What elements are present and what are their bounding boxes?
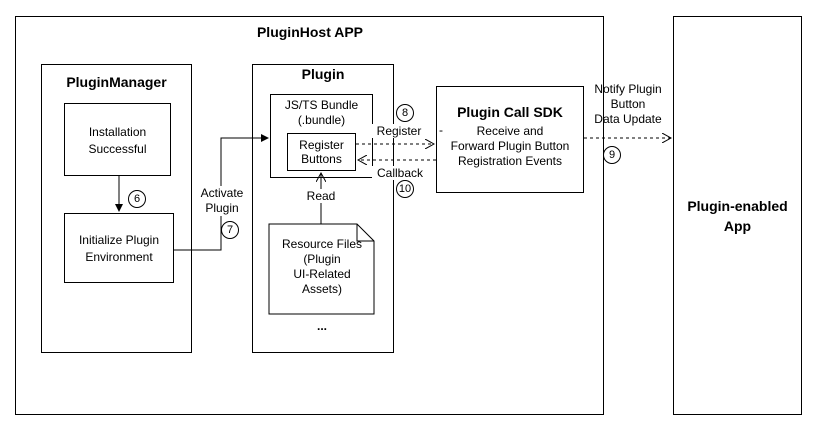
installation-successful-label: Installation Successful	[88, 125, 147, 156]
register-buttons-node	[287, 133, 356, 171]
step-10-badge: 10	[396, 180, 414, 198]
installation-successful-node	[64, 103, 171, 176]
resource-files-label: Resource Files (Plugin UI-Related Assets…	[281, 237, 363, 296]
step-6-badge: 6	[128, 190, 146, 208]
register-label: Register	[372, 124, 426, 138]
plugin-title: Plugin	[301, 66, 345, 82]
notify-plugin-label: Notify Plugin Button Data Update	[594, 82, 662, 126]
step-7-badge: 7	[221, 221, 239, 239]
plugin-ellipsis: ...	[316, 319, 327, 333]
resource-files-node	[268, 223, 375, 315]
initialize-plugin-environment-label: Initialize Plugin Environment	[78, 233, 160, 264]
register-buttons-label: Register Buttons	[299, 138, 344, 166]
step-8-badge: 8	[396, 104, 414, 122]
plugin-enabled-app-title: Plugin-enabled App	[687, 198, 788, 234]
callback-label: Callback	[372, 166, 428, 180]
plugin-enabled-app-node	[673, 16, 802, 415]
plugin-call-sdk-dash: -	[439, 123, 443, 137]
initialize-plugin-environment-node	[64, 213, 174, 283]
activate-plugin-label: Activate Plugin	[194, 186, 250, 216]
plugin-manager-title: PluginManager	[66, 74, 167, 90]
plugin-call-sdk-description: Receive and Forward Plugin Button Regist…	[450, 124, 570, 168]
plugin-call-sdk-node	[436, 86, 584, 193]
step-9-badge: 9	[603, 146, 621, 164]
pluginhost-app-title: PluginHost APP	[256, 24, 364, 40]
js-ts-bundle-label: JS/TS Bundle (.bundle)	[284, 98, 359, 127]
read-label: Read	[306, 189, 336, 203]
plugin-call-sdk-title: Plugin Call SDK	[457, 104, 563, 120]
